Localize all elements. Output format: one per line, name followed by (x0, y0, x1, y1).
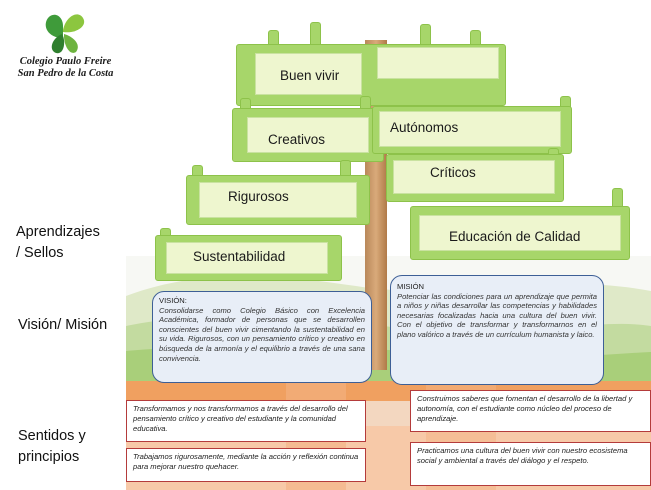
branch-nub (470, 30, 481, 47)
branch-nub (240, 98, 251, 115)
branch-autonomos (372, 106, 572, 154)
mision-text: Potenciar las condiciones para un aprend… (397, 291, 597, 339)
label-criticos: Críticos (430, 165, 476, 180)
branch-nub (360, 96, 371, 115)
principle-box-3: Trabajamos rigurosamente, mediante la ac… (126, 448, 366, 482)
heading-vision-mision: Visión/ Misión (18, 317, 108, 333)
label-educacion: Educación de Calidad (449, 229, 581, 244)
principle-box-2: Construimos saberes que fomentan el desa… (410, 390, 651, 432)
branch-nub (340, 160, 351, 181)
label-autonomos: Autónomos (390, 120, 459, 135)
principle-box-1: Transformamos y nos transformamos a trav… (126, 400, 366, 442)
school-name-line2: San Pedro de la Costa (17, 68, 114, 79)
branch-creativos (232, 108, 384, 162)
vision-title: VISIÓN: (159, 296, 187, 305)
label-sustentabilidad: Sustentabilidad (193, 249, 286, 264)
vision-box: VISIÓN: Consolidarse como Colegio Básico… (152, 291, 372, 383)
branch-educacion (410, 206, 630, 260)
principle-box-4: Practicamos una cultura del buen vivir c… (410, 442, 651, 486)
branch-nub (420, 24, 431, 45)
branch-nub (612, 188, 623, 213)
branch-criticos (386, 154, 564, 202)
leaf-logo-icon (45, 14, 85, 54)
label-buen-vivir: Buen vivir (280, 68, 340, 83)
label-creativos: Creativos (268, 132, 326, 147)
school-name-line1: Colegio Paulo Freire (19, 56, 112, 67)
mision-box: MISIÓN Potenciar las condiciones para un… (390, 275, 604, 385)
school-logo: Colegio Paulo Freire San Pedro de la Cos… (8, 8, 123, 86)
heading-sentidos: Sentidos y principios (18, 428, 86, 465)
branch-nub (192, 165, 203, 182)
label-rigurosos: Rigurosos (228, 189, 289, 204)
branch-nub (310, 22, 321, 51)
branch-nub (268, 30, 279, 51)
branch-buen-vivir (236, 44, 506, 106)
branch-rigurosos (186, 175, 370, 225)
school-name: Colegio Paulo Freire San Pedro de la Cos… (8, 56, 123, 80)
branch-sustentabilidad (155, 235, 342, 281)
mision-title: MISIÓN (397, 282, 425, 291)
heading-aprendizajes: Aprendizajes / Sellos (16, 224, 100, 261)
vision-text: Consolidarse como Colegio Básico con Exc… (159, 305, 365, 363)
